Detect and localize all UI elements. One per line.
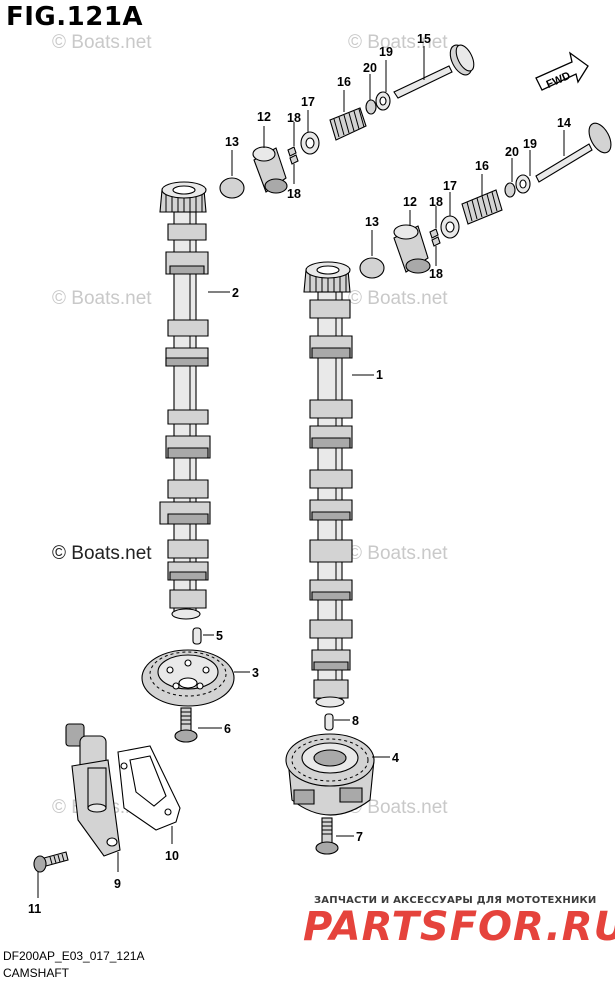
pin-5 xyxy=(192,627,202,645)
section-name: CAMSHAFT xyxy=(3,966,69,980)
callout-19: 19 xyxy=(379,45,393,59)
cotter-18 xyxy=(429,228,439,239)
pin-8 xyxy=(324,713,334,731)
callout-12: 12 xyxy=(257,110,271,124)
callout-18: 18 xyxy=(287,187,301,201)
tappet-12 xyxy=(393,224,431,274)
oil-control-valve-9 xyxy=(65,723,121,857)
callout-1: 1 xyxy=(376,368,383,382)
callout-11: 11 xyxy=(28,902,41,916)
brand-logo: PARTSFOR.RU xyxy=(303,904,615,950)
shim-13 xyxy=(219,177,245,199)
callout-18: 18 xyxy=(287,111,301,125)
callout-20: 20 xyxy=(363,61,377,75)
sprocket-3 xyxy=(141,649,235,707)
callout-3: 3 xyxy=(252,666,259,680)
callout-17: 17 xyxy=(443,179,457,193)
callout-12: 12 xyxy=(403,195,417,209)
bolt-6 xyxy=(174,707,198,743)
callout-16: 16 xyxy=(337,75,351,89)
cotter-18 xyxy=(289,154,299,165)
valve-15 xyxy=(393,44,475,99)
valve-train-upper xyxy=(219,44,475,199)
spring-seat-20 xyxy=(504,182,516,198)
callout-8: 8 xyxy=(352,714,359,728)
gasket-10 xyxy=(117,745,181,831)
watermark-boats-dark: © Boats.net xyxy=(52,543,152,564)
callout-5: 5 xyxy=(216,629,223,643)
camshaft-1 xyxy=(303,261,353,708)
callout-13: 13 xyxy=(365,215,379,229)
callout-16: 16 xyxy=(475,159,489,173)
callout-6: 6 xyxy=(224,722,231,736)
callout-17: 17 xyxy=(301,95,315,109)
spring-seat-20 xyxy=(365,99,377,115)
callout-7: 7 xyxy=(356,830,363,844)
brand-tagline: ЗАПЧАСТИ И АКСЕССУАРЫ ДЛЯ МОТОТЕХНИКИ xyxy=(314,895,597,906)
valve-spring-16 xyxy=(461,189,503,225)
model-code: DF200AP_E03_017_121A xyxy=(3,949,145,963)
watermark-boats: © Boats.net xyxy=(348,797,448,818)
shim-13 xyxy=(359,257,385,279)
valve-14 xyxy=(535,122,612,183)
callout-9: 9 xyxy=(114,877,121,891)
callout-4: 4 xyxy=(392,751,399,765)
callout-18: 18 xyxy=(429,267,443,281)
camshaft-2 xyxy=(159,181,211,620)
callout-18: 18 xyxy=(429,195,443,209)
watermark-boats: © Boats.net xyxy=(52,32,152,53)
cotter-18 xyxy=(287,146,297,157)
callout-2: 2 xyxy=(232,286,239,300)
callout-10: 10 xyxy=(165,849,179,863)
watermark-boats: © Boats.net xyxy=(348,288,448,309)
valve-spring-16 xyxy=(329,107,367,141)
fwd-arrow-icon: FWD xyxy=(535,51,589,91)
vvt-actuator-4 xyxy=(285,733,375,816)
cotter-18 xyxy=(431,236,441,247)
bolt-7 xyxy=(315,817,339,855)
figure-title: FIG.121A xyxy=(6,2,144,32)
callout-15: 15 xyxy=(417,32,431,46)
watermark-boats: © Boats.net xyxy=(348,32,448,53)
bolt-11 xyxy=(33,851,69,873)
leader-lines xyxy=(37,46,565,898)
valve-train-right xyxy=(359,122,612,279)
callout-20: 20 xyxy=(505,145,519,159)
callout-19: 19 xyxy=(523,137,537,151)
callout-labels: 1 2 3 4 5 6 7 8 9 10 11 12 12 13 13 14 1… xyxy=(28,32,571,916)
callout-13: 13 xyxy=(225,135,239,149)
tappet-12 xyxy=(252,146,288,194)
watermark-boats: © Boats.net xyxy=(52,288,152,309)
watermark-boats: © Boats.net xyxy=(348,543,448,564)
callout-14: 14 xyxy=(557,116,571,130)
